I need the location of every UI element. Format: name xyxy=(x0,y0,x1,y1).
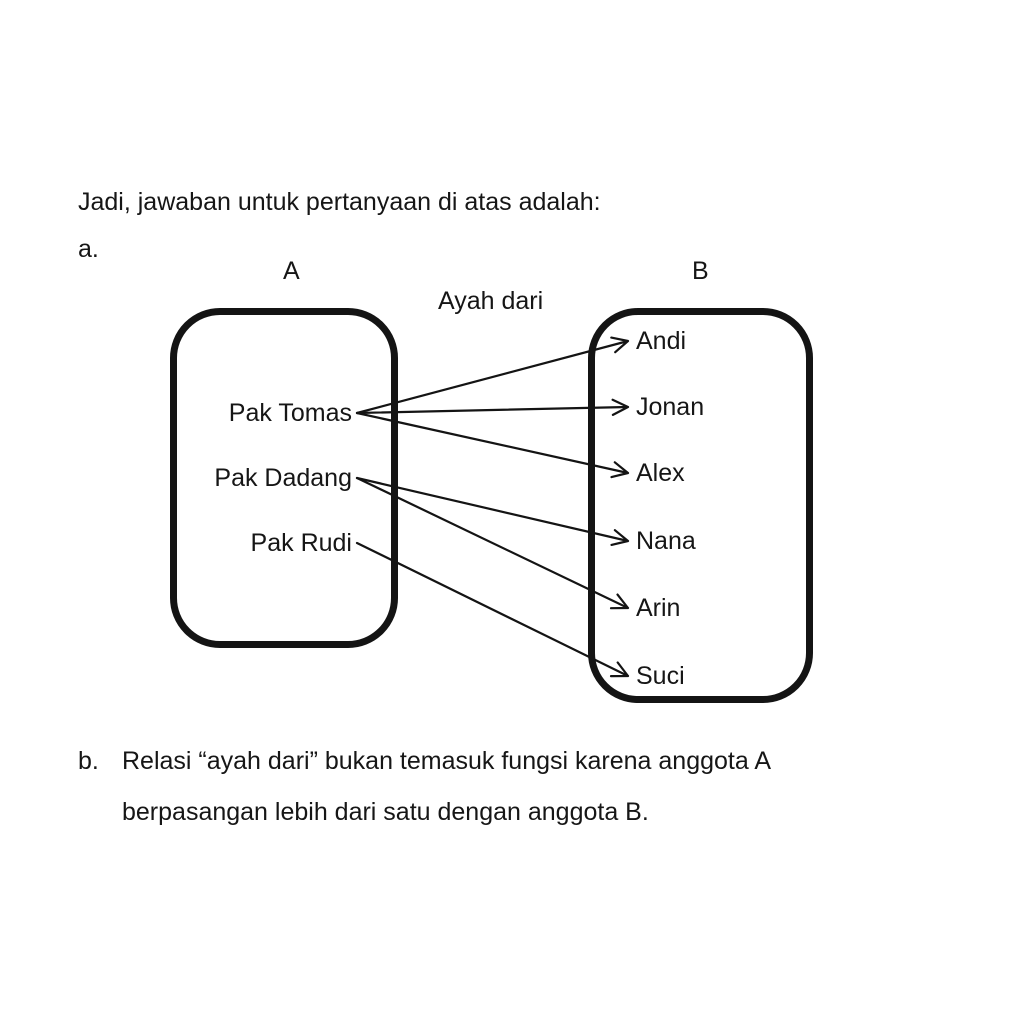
set-a-member-pak-rudi: Pak Rudi xyxy=(250,529,352,557)
item-a-label: a. xyxy=(78,235,99,263)
intro-text: Jadi, jawaban untuk pertanyaan di atas a… xyxy=(78,188,601,216)
set-a-member-pak-dadang: Pak Dadang xyxy=(214,464,352,492)
item-b-text-line-2: berpasangan lebih dari satu dengan anggo… xyxy=(122,798,649,826)
set-b-member-suci: Suci xyxy=(636,662,685,690)
set-b-member-andi: Andi xyxy=(636,327,687,355)
set-b-member-alex: Alex xyxy=(636,459,685,487)
item-b-text-line-1: Relasi “ayah dari” bukan temasuk fungsi … xyxy=(122,747,771,775)
set-a-title: A xyxy=(283,257,300,285)
item-b-label: b. xyxy=(78,747,99,775)
relation-label: Ayah dari xyxy=(438,287,544,315)
set-b-title: B xyxy=(692,257,709,285)
item-b-row: b. Relasi “ayah dari” bukan temasuk fung… xyxy=(78,736,771,838)
set-b-box xyxy=(588,308,813,703)
set-b-member-jonan: Jonan xyxy=(636,393,705,421)
item-b-text: Relasi “ayah dari” bukan temasuk fungsi … xyxy=(122,736,771,838)
set-b-member-arin: Arin xyxy=(636,594,681,622)
set-b-member-nana: Nana xyxy=(636,527,696,555)
set-a-member-pak-tomas: Pak Tomas xyxy=(228,399,352,427)
